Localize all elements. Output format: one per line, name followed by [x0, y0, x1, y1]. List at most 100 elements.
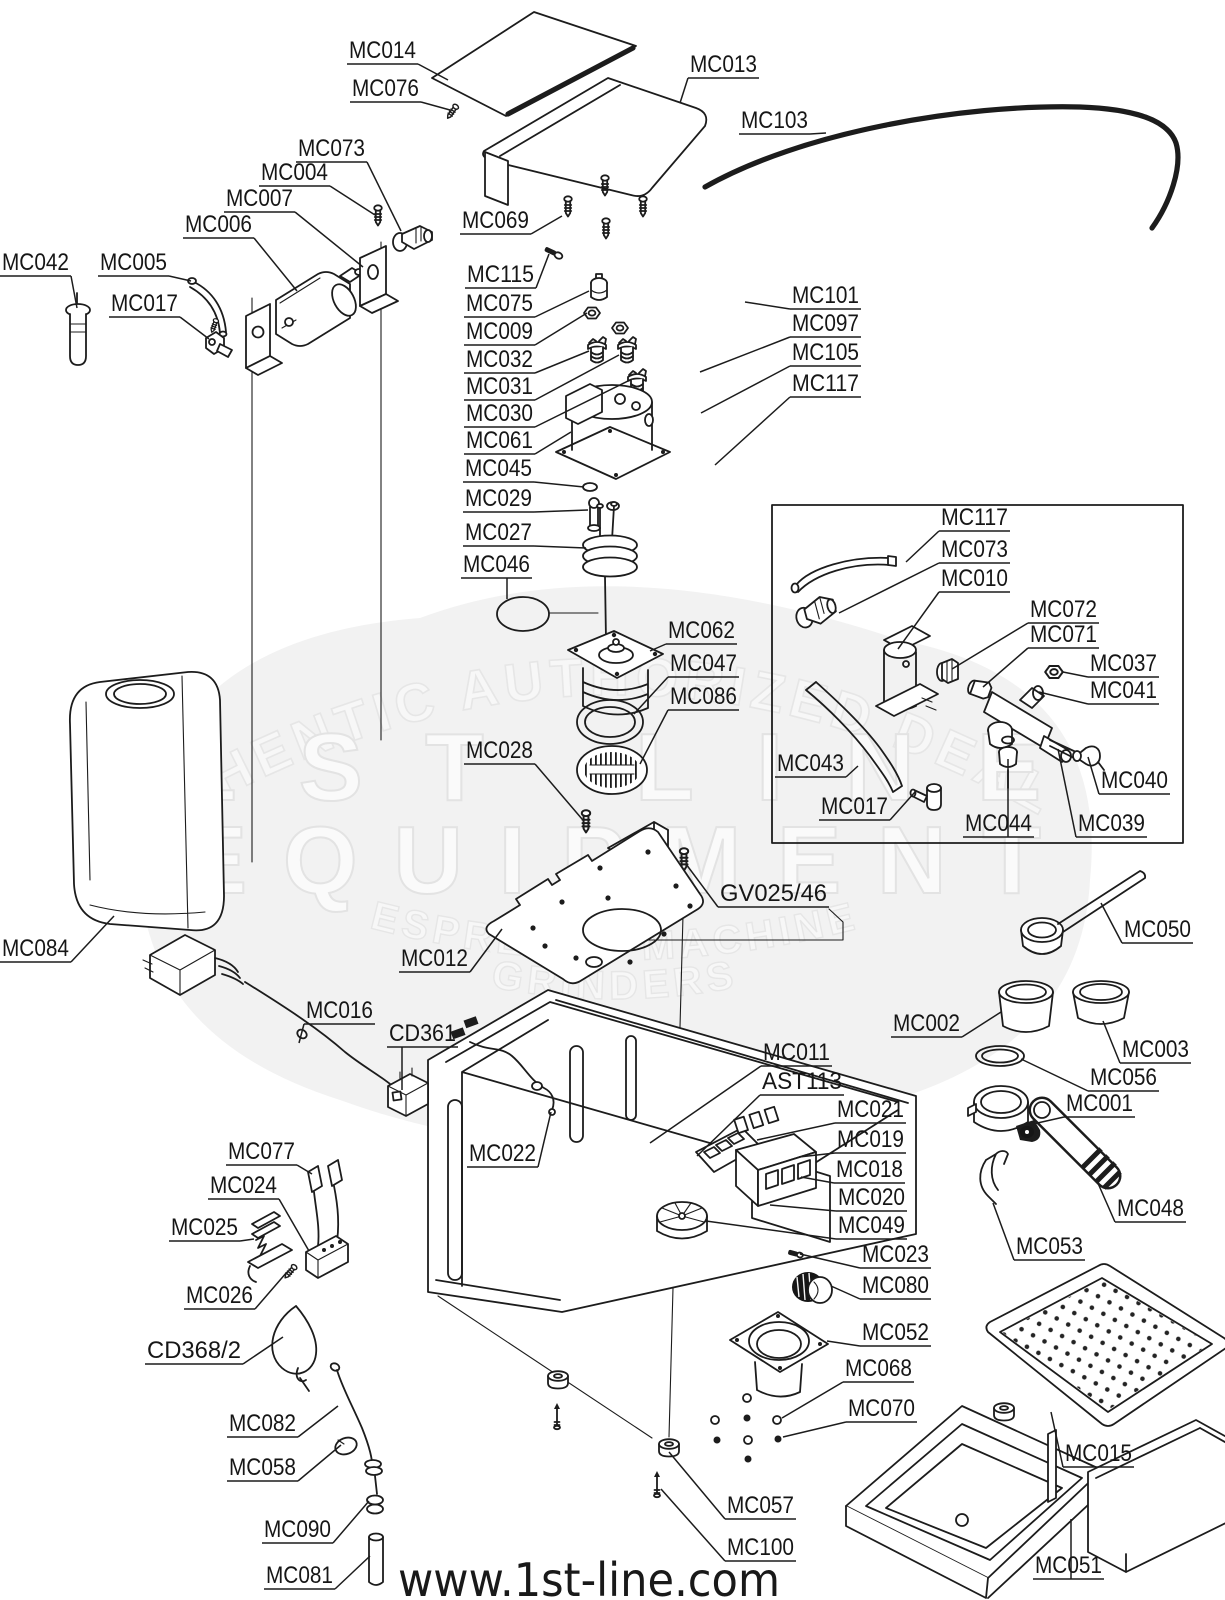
- part-number-text: MC051: [1035, 1552, 1102, 1579]
- part-label: MC031: [464, 354, 620, 401]
- part-label: MC062: [649, 617, 737, 652]
- part-mc049-damper: [656, 1201, 708, 1240]
- part-label: MC044: [963, 759, 1034, 838]
- label-leader-line: [639, 709, 669, 765]
- part-mc058-clip: [334, 1436, 358, 1456]
- label-leader-line: [534, 763, 583, 820]
- part-number-text: MC086: [670, 683, 737, 710]
- label-leader-line: [830, 1285, 861, 1300]
- part-number-text: MC058: [229, 1454, 296, 1481]
- part-label: MC022: [467, 1111, 552, 1168]
- part-label: MC086: [639, 683, 739, 765]
- label-leader-line: [535, 253, 550, 289]
- part-number-text: MC013: [690, 51, 757, 78]
- part-label: MC020: [769, 1184, 907, 1212]
- label-leader-line: [756, 1122, 836, 1141]
- part-number-text: MC040: [1101, 767, 1168, 794]
- part-number-text: MC009: [466, 318, 533, 345]
- part-number-text: MC020: [838, 1184, 905, 1211]
- part-label: MC003: [1102, 1020, 1191, 1064]
- part-number-text: MC019: [837, 1126, 904, 1153]
- part-cd368-wire-loop: [271, 1305, 318, 1392]
- part-top-cover: [431, 11, 637, 117]
- part-mc040-clamp: [1079, 745, 1105, 771]
- part-gasket-mc103: [702, 104, 1181, 231]
- label-leader-line: [649, 1065, 762, 1144]
- part-label: MC024: [208, 1172, 310, 1252]
- part-mc031-thermostat: [617, 336, 637, 364]
- part-label: MC056: [1020, 1058, 1159, 1092]
- part-number-text: MC023: [862, 1241, 929, 1268]
- part-label: MC081: [264, 1555, 371, 1590]
- part-number-text: MC101: [792, 282, 859, 309]
- part-drip-tray: [845, 1405, 1225, 1599]
- part-number-text: MC005: [100, 249, 167, 276]
- part-label: MC040: [1087, 756, 1170, 795]
- part-label: MC061: [464, 427, 572, 455]
- part-number-text: MC018: [836, 1156, 903, 1183]
- part-mc073-elbow: [392, 225, 433, 252]
- part-number-text: MC046: [463, 551, 530, 578]
- part-number-text: MC117: [941, 504, 1008, 531]
- part-label: MC021: [756, 1096, 906, 1141]
- website-text: www.1st-line.com: [398, 1553, 780, 1600]
- part-number-text: MC004: [261, 159, 328, 186]
- part-inset-tube-mc117: [790, 555, 897, 594]
- part-cd361-connector: [387, 1067, 429, 1117]
- part-steam-valve-body: [983, 685, 1072, 763]
- part-number-text: MC045: [465, 455, 532, 482]
- part-number-text: MC100: [727, 1534, 794, 1561]
- part-number-text: MC047: [670, 650, 737, 677]
- part-mc046-oring: [496, 596, 599, 632]
- part-label: MC058: [227, 1444, 342, 1482]
- part-label: MC016: [298, 997, 375, 1044]
- part-number-text: MC014: [349, 37, 416, 64]
- part-label: MC012: [399, 928, 503, 973]
- label-leader-line: [809, 132, 827, 135]
- part-label: MC015: [1050, 1411, 1134, 1468]
- label-leader-line: [798, 1152, 836, 1158]
- part-number-text: MC017: [821, 793, 888, 820]
- part-mc042-sensor: [65, 292, 91, 366]
- label-leader-line: [534, 354, 620, 401]
- part-label: MC053: [992, 1202, 1085, 1261]
- part-number-text: MC073: [298, 135, 365, 162]
- part-label: MC010: [897, 565, 1010, 650]
- part-washers-nuts: [710, 1393, 782, 1463]
- label-leader-line: [649, 643, 667, 652]
- part-mc075-fitting: [590, 273, 608, 301]
- label-leader-line: [329, 185, 376, 216]
- label-leader-line: [1100, 902, 1123, 944]
- part-number-text: MC115: [467, 261, 534, 288]
- part-label: MC117: [714, 370, 861, 466]
- part-label: MC117: [905, 504, 1010, 563]
- part-solenoid-valve: [875, 625, 939, 717]
- part-number-text: CD368/2: [147, 1337, 241, 1364]
- part-label: MC005: [98, 249, 192, 282]
- part-label: MC073: [838, 536, 1010, 614]
- part-number-text: MC062: [668, 617, 735, 644]
- part-filter-basket-1cup: [1072, 980, 1130, 1025]
- part-number-text: MC017: [111, 290, 178, 317]
- part-number-text: MC039: [1078, 810, 1145, 837]
- label-leader-line: [420, 101, 451, 111]
- part-scoop: [1020, 870, 1147, 955]
- part-number-text: MC007: [226, 185, 293, 212]
- label-leader-line: [992, 1202, 1015, 1261]
- part-label: MC030: [464, 379, 631, 428]
- part-mc077-terminals: [307, 1159, 343, 1249]
- part-pump: [275, 267, 364, 347]
- label-leader-line: [744, 301, 791, 310]
- part-label: MC115: [465, 253, 550, 289]
- part-mc029-valve: [587, 497, 620, 532]
- part-mc039-pipe: [1049, 739, 1082, 762]
- part-label: MC009: [464, 312, 588, 346]
- part-mc053-clip: [979, 1150, 1009, 1205]
- part-portafilter: [967, 1085, 1041, 1142]
- part-number-text: MC048: [1117, 1195, 1184, 1222]
- label-leader-line: [537, 1111, 552, 1168]
- part-mc007-bracket: [359, 245, 399, 314]
- part-label: MC019: [798, 1126, 906, 1158]
- label-leader-line: [699, 336, 791, 373]
- part-label: MC075: [464, 290, 590, 318]
